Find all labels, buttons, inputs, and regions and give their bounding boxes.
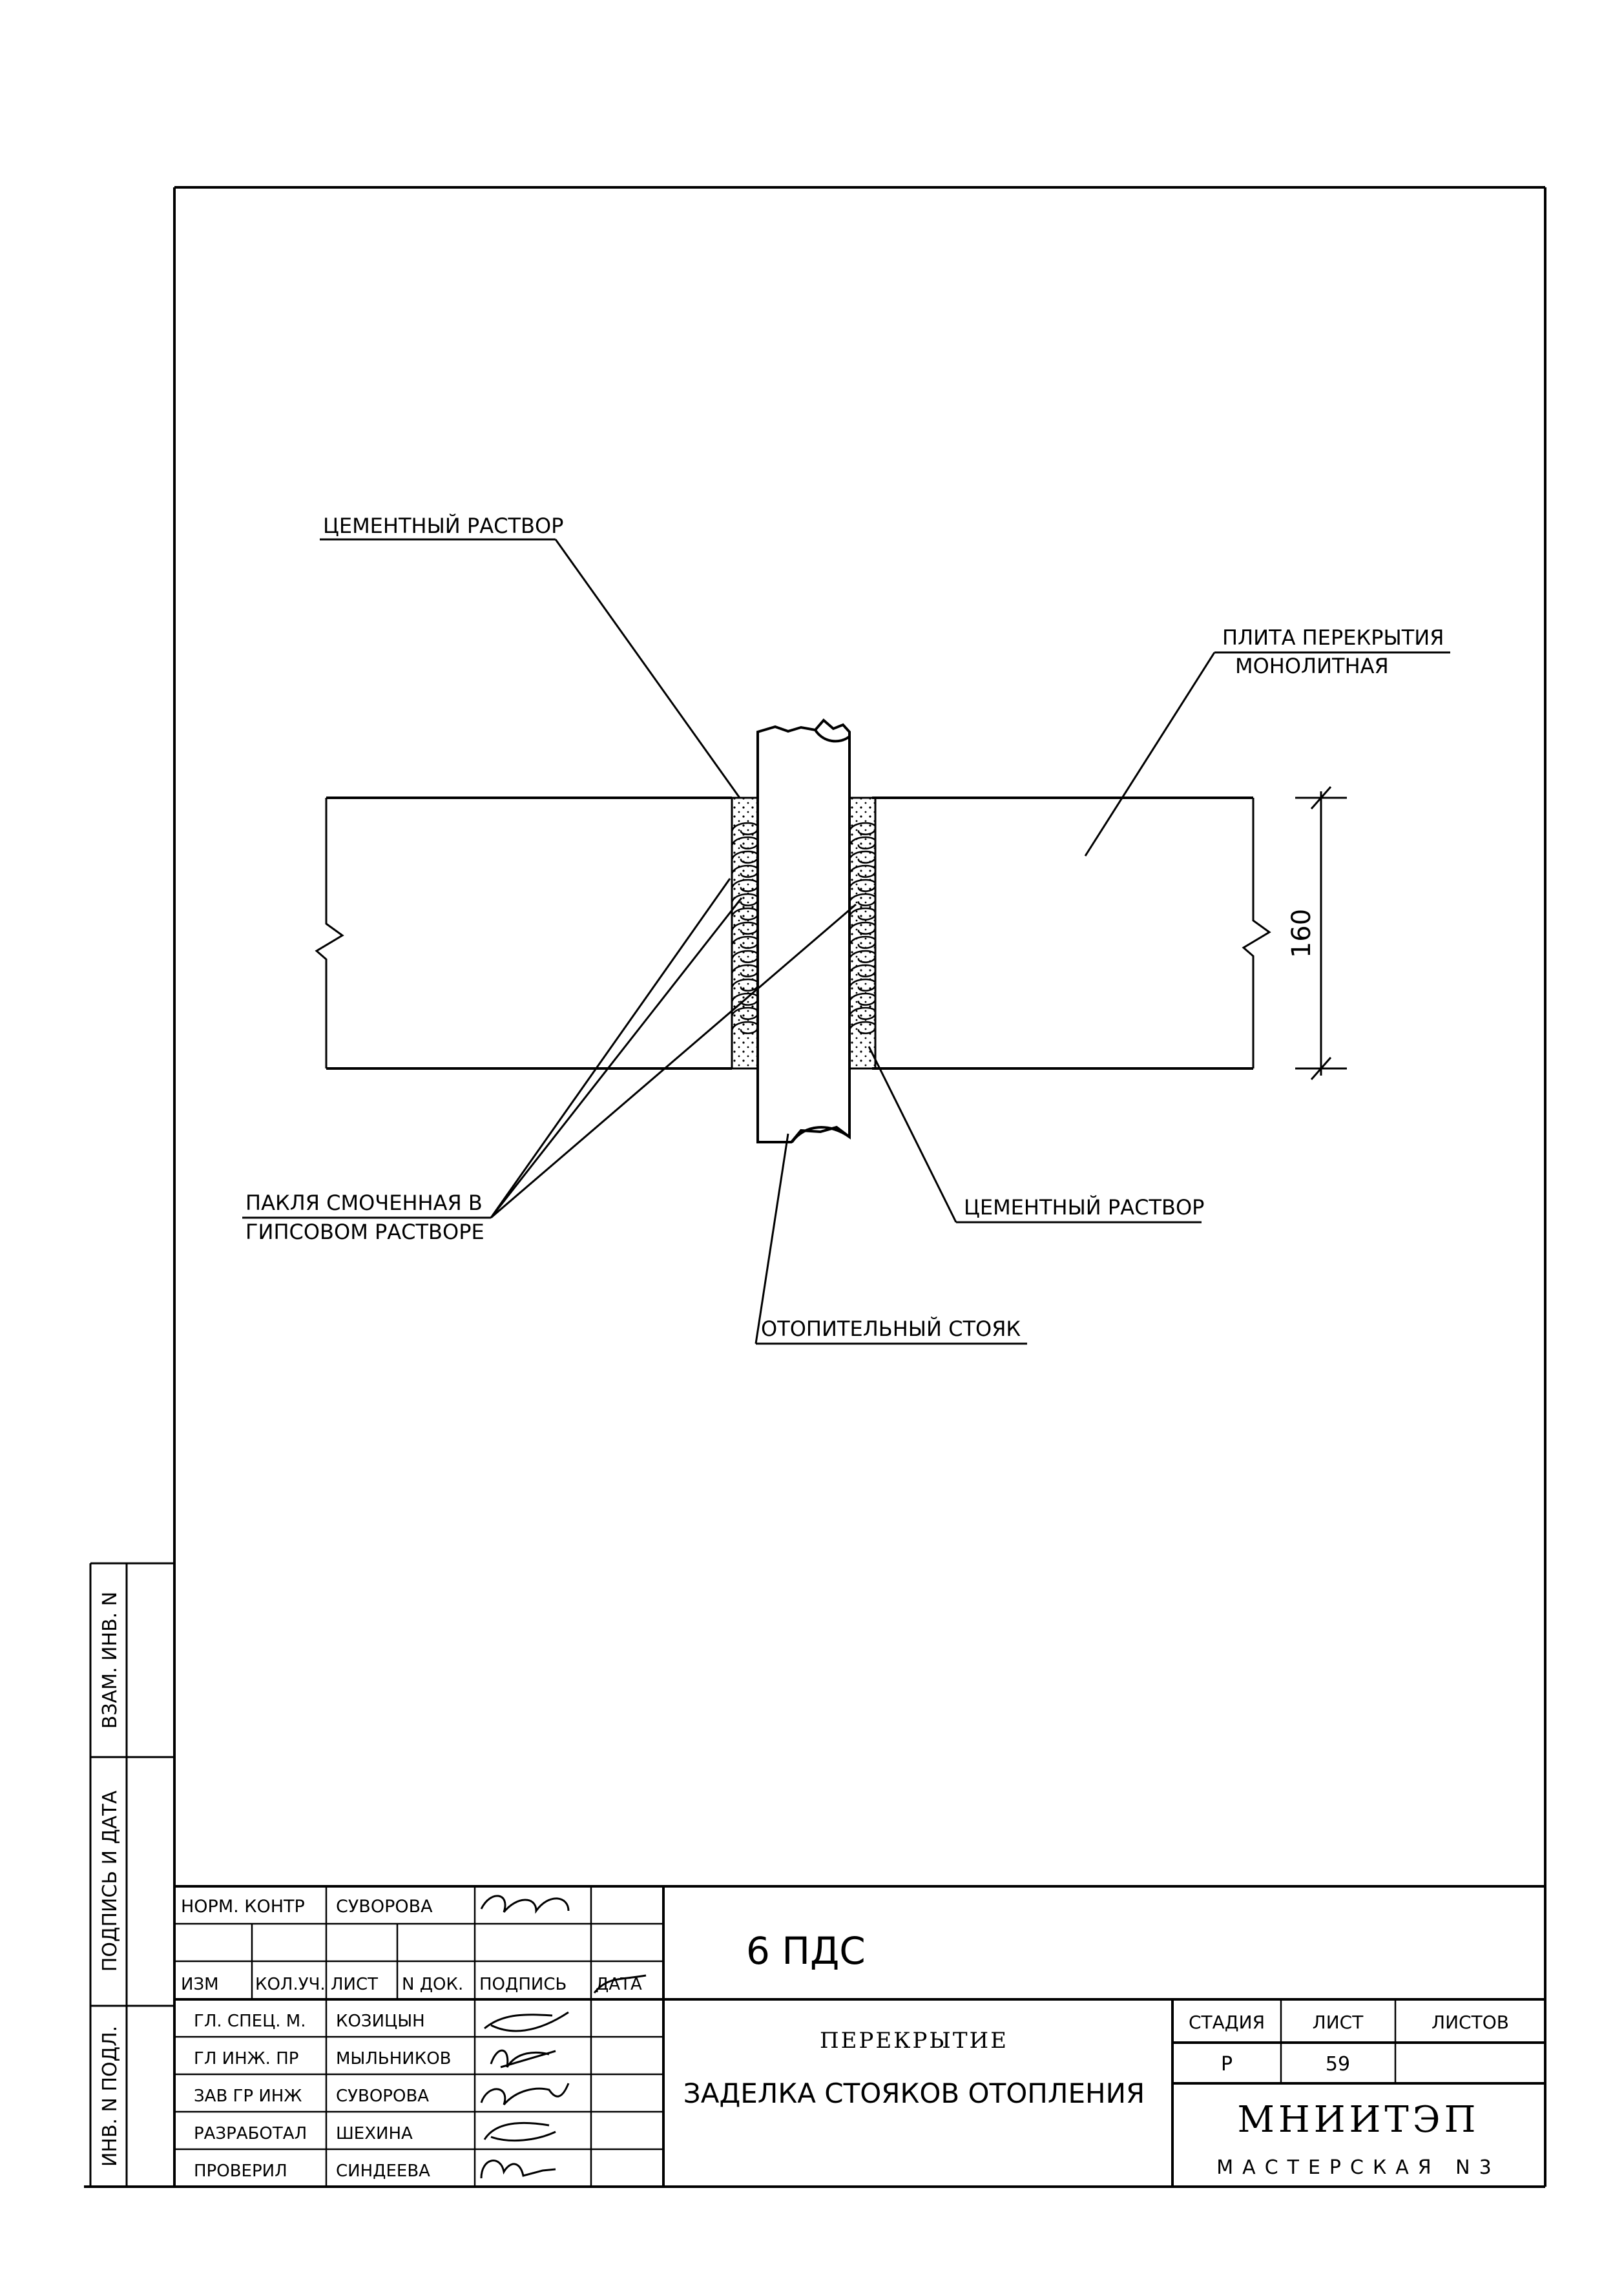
margin-orig-inv: ИНВ. N ПОДЛ. [99,2026,121,2167]
staff-name: МЫЛЬНИКОВ [336,2049,452,2068]
staff-name: СУВОРОВА [336,2087,429,2106]
staff-role: ЗАВ ГР ИНЖ [194,2087,302,2106]
sheet-label: ЛИСТ [1313,2012,1364,2033]
header-col-label: ИЗМ [181,1975,219,1994]
callout-tow-line2: ГИПСОВОМ РАСТВОРЕ [245,1220,484,1244]
tow-loops [848,822,877,1034]
callout-cement-mortar-bottom: ЦЕМЕНТНЫЙ РАСТВОР [964,1195,1204,1220]
sheet-value: 59 [1326,2053,1350,2076]
tow-packing-right [848,822,877,1034]
break-line-right [1242,798,1271,1068]
callout-slab-line1: ПЛИТА ПЕРЕКРЫТИЯ [1222,625,1444,650]
drawing-frame [84,186,1546,2188]
header-col-label: ПОДПИСЬ [479,1975,567,1994]
staff-name: СИНДЕЕВА [336,2161,430,2181]
title-block [174,1885,1545,2187]
callout-tow-line1: ПАКЛЯ СМОЧЕННАЯ В [245,1191,483,1215]
stage-value: Р [1221,2053,1233,2076]
workshop-name: МАСТЕРСКАЯ N3 [1216,2156,1500,2179]
norm-control-label: НОРМ. КОНТР [181,1897,305,1917]
margin-stamp [89,1562,174,2187]
heating-riser-pipe [756,718,851,1143]
callout-slab-line2: МОНОЛИТНАЯ [1235,654,1389,678]
margin-sign-date: ПОДПИСЬ И ДАТА [99,1790,121,1972]
header-col-label: КОЛ.УЧ. [255,1975,326,1994]
organization-name: МНИИТЭП [1238,2099,1480,2141]
break-line-left [315,798,344,1068]
dimension-line [1295,786,1347,1080]
leader-lines [242,538,1450,1345]
drawing-subtitle: ПЕРЕКРЫТИЕ [820,2028,1008,2054]
floor-slab [326,797,1253,1070]
sheets-label: ЛИСТОВ [1431,2012,1509,2033]
header-col-label: ЛИСТ [331,1975,378,1994]
callout-cement-mortar-top: ЦЕМЕНТНЫЙ РАСТВОР [323,514,563,538]
staff-role: РАЗРАБОТАЛ [194,2124,307,2143]
header-col-label: N ДОК. [402,1975,463,1994]
staff-role: ГЛ. СПЕЦ. М. [194,2012,306,2031]
title-block-staff: ГЛ. СПЕЦ. М. КОЗИЦЫН ГЛ ИНЖ. ПР МЫЛЬНИКОВ ЗА… [194,2012,452,2181]
staff-role: ГЛ ИНЖ. ПР [194,2049,298,2068]
staff-role: ПРОВЕРИЛ [194,2161,287,2181]
stage-label: СТАДИЯ [1189,2012,1265,2033]
title-block-grid [174,1886,1397,2187]
drawing-title: ЗАДЕЛКА СТОЯКОВ ОТОПЛЕНИЯ [683,2078,1145,2109]
signature-marks [480,1895,647,2179]
margin-replace-inv: ВЗАМ. ИНВ. N [99,1592,121,1729]
callout-heating-riser: ОТОПИТЕЛЬНЫЙ СТОЯК [761,1317,1021,1341]
staff-name: ШЕХИНА [336,2124,413,2143]
norm-control-name: СУВОРОВА [336,1897,433,1917]
staff-name: КОЗИЦЫН [336,2012,425,2031]
drawing-code: 6 ПДС [746,1929,866,1973]
dimension-value: 160 [1287,909,1317,958]
